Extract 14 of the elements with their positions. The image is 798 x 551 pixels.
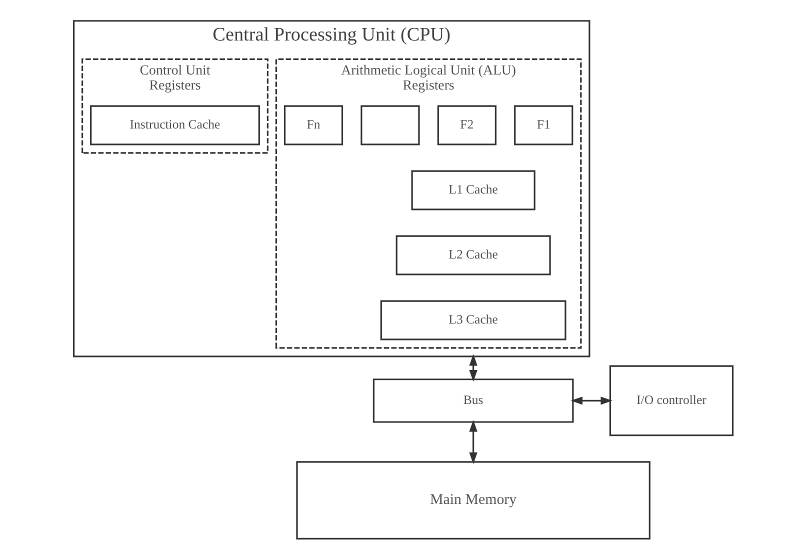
node-box: Fn <box>284 105 344 146</box>
arrow <box>469 420 478 464</box>
node-box: F2 <box>437 105 496 146</box>
node-box: Main Memory <box>296 461 650 540</box>
node-box: L2 Cache <box>396 235 551 276</box>
node-box: I/O controller <box>609 365 734 436</box>
node-box: Bus <box>372 378 574 423</box>
node-box: L3 Cache <box>380 300 566 340</box>
arrow <box>570 396 612 405</box>
arrow <box>469 354 478 382</box>
node-box: F1 <box>514 105 574 146</box>
node-box: L1 Cache <box>411 170 536 210</box>
node-box: Instruction Cache <box>90 105 260 146</box>
node-box <box>360 105 420 146</box>
